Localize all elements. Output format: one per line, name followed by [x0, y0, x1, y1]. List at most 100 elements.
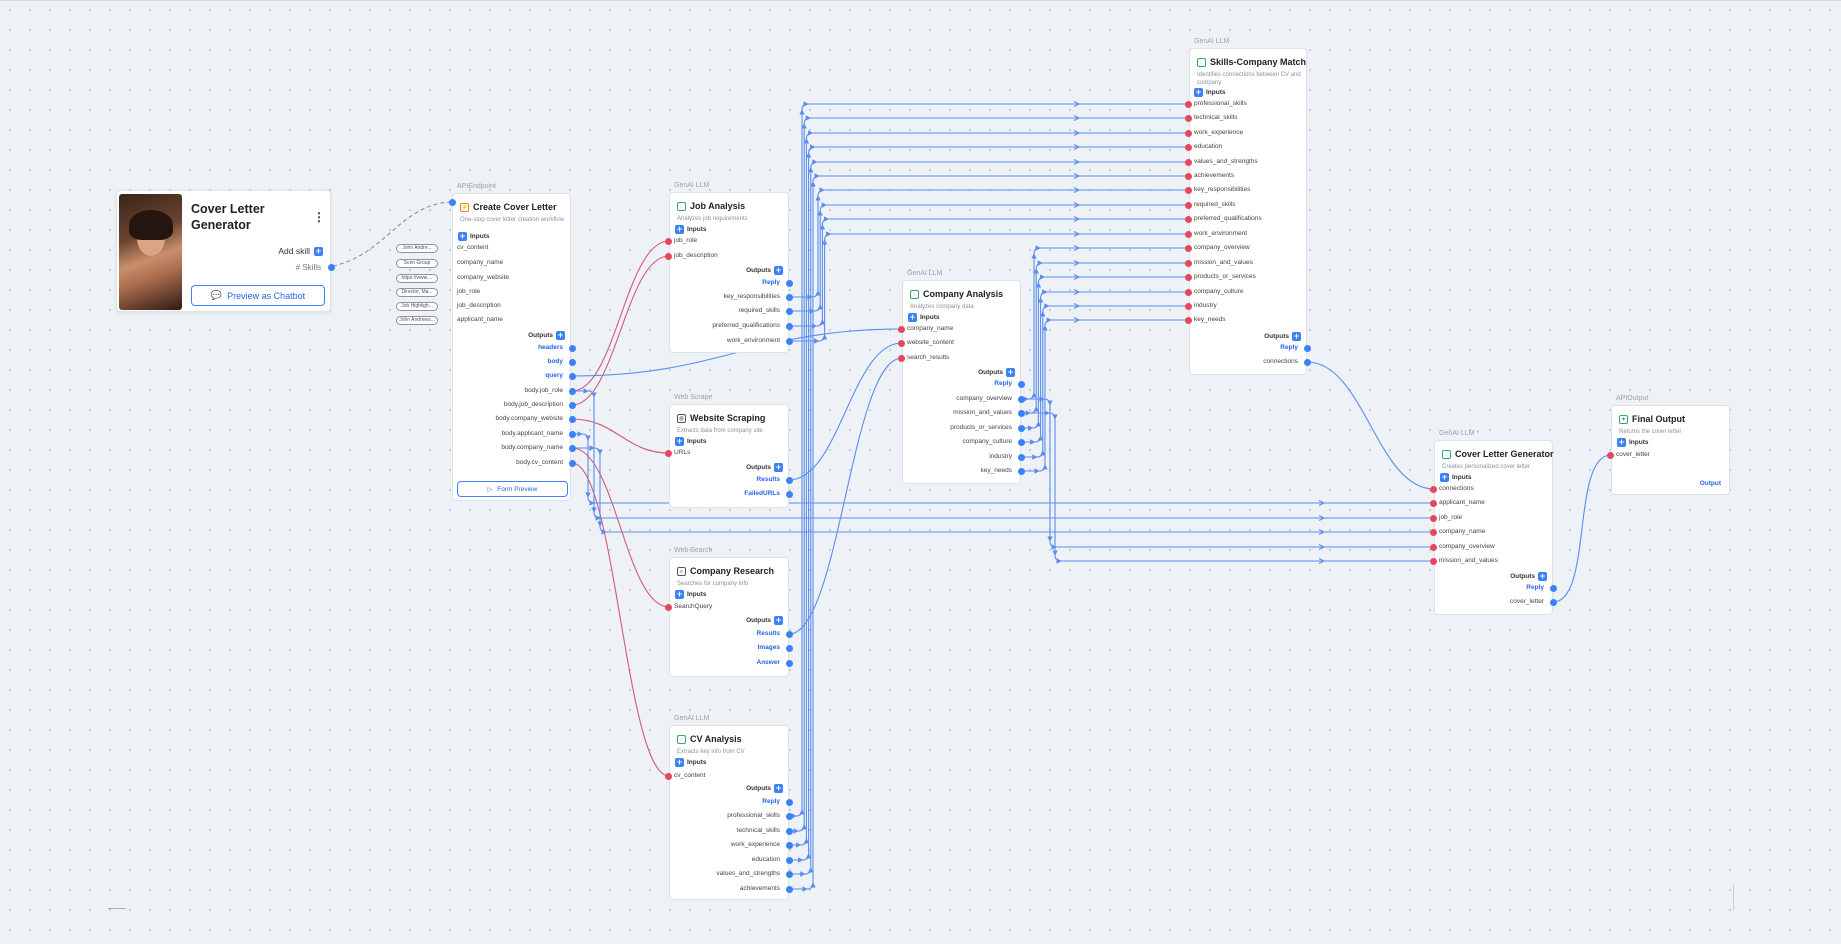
website_content-input-port[interactable]	[898, 339, 905, 347]
query-output-port[interactable]	[568, 372, 576, 380]
failedurls-output-port[interactable]	[785, 490, 793, 498]
preferred_qualifications-input-port[interactable]	[1185, 215, 1192, 223]
work_experience-input-port[interactable]	[1185, 129, 1192, 137]
results-output-port[interactable]	[785, 630, 793, 638]
add-input-button[interactable]: +	[675, 436, 684, 446]
SearchQuery-input-port[interactable]	[665, 603, 672, 611]
add-skill-button[interactable]: +	[314, 245, 323, 256]
mission_and_values-output-port[interactable]	[1017, 409, 1025, 417]
add-input-button[interactable]: +	[458, 231, 467, 241]
key_needs-output-port[interactable]	[1017, 467, 1025, 475]
body.applicant_name-output-port[interactable]	[568, 430, 576, 438]
education-input-port[interactable]	[1185, 143, 1192, 151]
body.company_name-output-port[interactable]	[568, 444, 576, 452]
add-input-button[interactable]: +	[675, 224, 684, 234]
professional_skills-output-port[interactable]	[785, 812, 793, 820]
key_needs-input-port[interactable]	[1185, 316, 1192, 324]
headers-output-port[interactable]	[568, 344, 576, 352]
results-output-port[interactable]	[785, 476, 793, 484]
add-input-button[interactable]: +	[1617, 437, 1626, 447]
values_and_strengths-input-port[interactable]	[1185, 158, 1192, 166]
achievements-output-port[interactable]	[785, 885, 793, 893]
add-output-button[interactable]: +	[774, 615, 783, 625]
job_role-input-port[interactable]	[665, 237, 672, 245]
products_or_services-input-port[interactable]	[1185, 273, 1192, 281]
skills-company-match-node[interactable]: GenAI LLM ◌Skills-Company Match Identifi…	[1189, 38, 1307, 375]
add-input-button[interactable]: +	[675, 757, 684, 767]
reply-output-port[interactable]	[1017, 380, 1025, 388]
preview-chatbot-button[interactable]: 💬 Preview as Chatbot	[191, 285, 325, 306]
connections-input-port[interactable]	[1430, 485, 1437, 493]
work_experience-output-port[interactable]	[785, 841, 793, 849]
company_overview-input-port[interactable]	[1185, 244, 1192, 252]
products_or_services-output-port[interactable]	[1017, 424, 1025, 432]
professional_skills-input-port[interactable]	[1185, 100, 1192, 108]
add-skill-row[interactable]: Add skill +	[278, 246, 323, 256]
add-input-button[interactable]: +	[1194, 87, 1203, 97]
add-output-button[interactable]: +	[1538, 571, 1547, 581]
add-input-button[interactable]: +	[675, 589, 684, 599]
work_environment-output-port[interactable]	[785, 337, 793, 345]
company_culture-output-port[interactable]	[1017, 438, 1025, 446]
industry-output-port[interactable]	[1017, 453, 1025, 461]
key_responsibilities-output-port[interactable]	[785, 293, 793, 301]
connections-output-port[interactable]	[1303, 358, 1311, 366]
education-output-port[interactable]	[785, 856, 793, 864]
values_and_strengths-output-port[interactable]	[785, 870, 793, 878]
cover_letter-input-port[interactable]	[1607, 451, 1614, 459]
more-options-icon[interactable]: ⋮	[313, 210, 325, 224]
key_responsibilities-input-port[interactable]	[1185, 186, 1192, 194]
achievements-input-port[interactable]	[1185, 172, 1192, 180]
add-output-button[interactable]: +	[774, 265, 783, 275]
company-research-node[interactable]: Web Search ⌕Company Research Searches fo…	[669, 547, 789, 677]
reply-output-port[interactable]	[1303, 344, 1311, 352]
company_name-input-port[interactable]	[1430, 528, 1437, 536]
URLs-input-port[interactable]	[665, 449, 672, 457]
search_results-input-port[interactable]	[898, 354, 905, 362]
technical_skills-output-label: technical_skills	[736, 827, 780, 834]
company_overview-input-port[interactable]	[1430, 543, 1437, 551]
add-output-button[interactable]: +	[1292, 331, 1301, 341]
applicant_name-input-port[interactable]	[1430, 499, 1437, 507]
work_environment-input-port[interactable]	[1185, 230, 1192, 238]
body-output-port[interactable]	[568, 358, 576, 366]
required_skills-input-port[interactable]	[1185, 201, 1192, 209]
reply-output-port[interactable]	[1549, 584, 1557, 592]
form-preview-button[interactable]: ▷ Form Preview	[457, 481, 568, 497]
body.job_role-output-port[interactable]	[568, 387, 576, 395]
add-output-button[interactable]: +	[774, 783, 783, 793]
company_overview-output-port[interactable]	[1017, 395, 1025, 403]
technical_skills-input-port[interactable]	[1185, 114, 1192, 122]
company_name-input-port[interactable]	[898, 325, 905, 333]
cover_letter-output-port[interactable]	[1549, 598, 1557, 606]
add-output-button[interactable]: +	[774, 462, 783, 472]
body.company_website-output-port[interactable]	[568, 415, 576, 423]
reply-output-port[interactable]	[785, 798, 793, 806]
technical_skills-output-port[interactable]	[785, 827, 793, 835]
answer-output-port[interactable]	[785, 659, 793, 667]
add-output-button[interactable]: +	[1006, 367, 1015, 377]
cv-analysis-node[interactable]: GenAI LLM ◌CV Analysis Extracts key info…	[669, 715, 789, 900]
create-cover-letter-node[interactable]: APIEndpoint ⚡Create Cover Letter One-sto…	[452, 183, 571, 501]
mission_and_values-input-port[interactable]	[1185, 259, 1192, 267]
body.job_description-output-port[interactable]	[568, 401, 576, 409]
industry-input-port[interactable]	[1185, 302, 1192, 310]
skills-port[interactable]	[328, 264, 335, 271]
add-input-button[interactable]: +	[1440, 472, 1449, 482]
job_description-input-port[interactable]	[665, 252, 672, 260]
required_skills-output-port[interactable]	[785, 307, 793, 315]
images-output-port[interactable]	[785, 644, 793, 652]
preferred_qualifications-output-port[interactable]	[785, 322, 793, 330]
cv_content-input-port[interactable]	[665, 772, 672, 780]
endpoint-input-port[interactable]	[449, 199, 456, 206]
mission_and_values-input-port[interactable]	[1430, 557, 1437, 565]
add-input-button[interactable]: +	[908, 312, 917, 322]
body.cv_content-output-port[interactable]	[568, 459, 576, 467]
add-output-button[interactable]: +	[556, 330, 565, 340]
final-output-node[interactable]: APIOutput ✦Final Output Returns the cove…	[1611, 395, 1730, 495]
reply-output-port[interactable]	[785, 279, 793, 287]
company_culture-input-port[interactable]	[1185, 288, 1192, 296]
job-analysis-node[interactable]: GenAI LLM ◌Job Analysis Analyzes job req…	[669, 182, 789, 353]
job_role-input-port[interactable]	[1430, 514, 1437, 522]
cover-letter-generator-node[interactable]: GenAI LLM * ◌Cover Letter Generator Crea…	[1434, 430, 1554, 615]
